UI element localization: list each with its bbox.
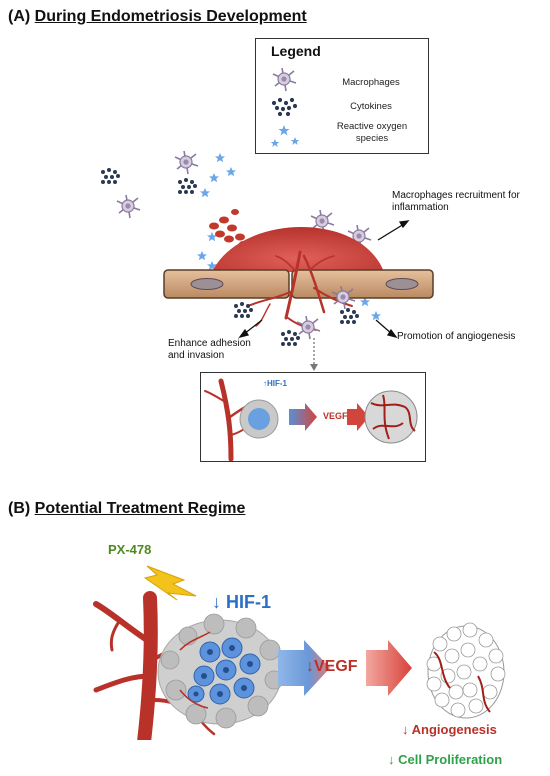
cytokine-dots-icon [271,97,298,117]
inset-hypoxic-core [248,408,270,430]
treatment-hif-label: ↓ HIF-1 [212,592,272,612]
cytokine-cluster [178,178,197,194]
mass-capillaries [179,631,211,709]
hypoxia-inset: ↑HIF-1 VEGF [200,372,426,462]
legend-label-ros: Reactive oxygen species [336,121,408,144]
inset-vegf-label: VEGF [323,411,348,421]
macrophage-icon [272,67,297,92]
legend-label-macrophages: Macrophages [342,77,400,88]
sprouting-vessels [247,250,353,331]
section-a-heading: (A) During Endometriosis Development [8,8,307,26]
reduced-vascular-mass [426,622,506,719]
inset-arrow-2 [347,403,369,431]
blood-cell-cluster [209,209,247,247]
section-b-title: Potential Treatment Regime [34,500,246,517]
section-a-prefix: (A) [8,8,31,25]
hypoxic-cell-mass [157,613,284,729]
legend-title: Legend [271,43,321,59]
section-b-heading: (B) Potential Treatment Regime [8,500,245,518]
macrophage-recruitment-label: Macrophages recruitment for inflammation [392,190,520,213]
inset-new-vessels [370,394,416,440]
epithelial-layer [163,269,434,299]
drug-label: PX-478 [108,542,152,557]
endometriotic-lesion [212,226,384,272]
lightning-icon [143,565,197,601]
angiogenesis-promotion-label: Promotion of angiogenesis [397,331,516,342]
macrophage-cell [296,315,321,340]
panel-a-illustration [101,150,434,371]
inset-arrow-1 [289,403,317,431]
section-a-title: During Endometriosis Development [34,8,307,25]
panel-b-illustration [93,565,506,740]
section-b-prefix: (B) [8,500,31,517]
macrophage-cell [116,194,141,219]
treatment-arrow-1 [278,640,330,696]
inset-hif-label: ↑HIF-1 [263,379,287,388]
legend-icons [270,67,300,147]
treatment-arrow-2 [366,640,412,696]
treatment-vegf-label: ↓VEGF [306,658,358,675]
legend-label-cytokines: Cytokines [350,101,392,112]
macrophage-cell [174,150,199,175]
annotation-arrows [238,220,410,371]
legend-box: Legend Macrophages Cytokines Reactive ox… [255,38,429,154]
adhesion-invasion-label: Enhance adhesion and invasion [168,338,251,361]
inset-illustration [204,378,418,461]
reduced-proliferation-label: ↓ Cell Proliferation [388,752,503,767]
cytokine-cluster [101,168,120,184]
reduced-angiogenesis-label: ↓ Angiogenesis [402,722,497,737]
ros-star-icon [270,125,300,147]
